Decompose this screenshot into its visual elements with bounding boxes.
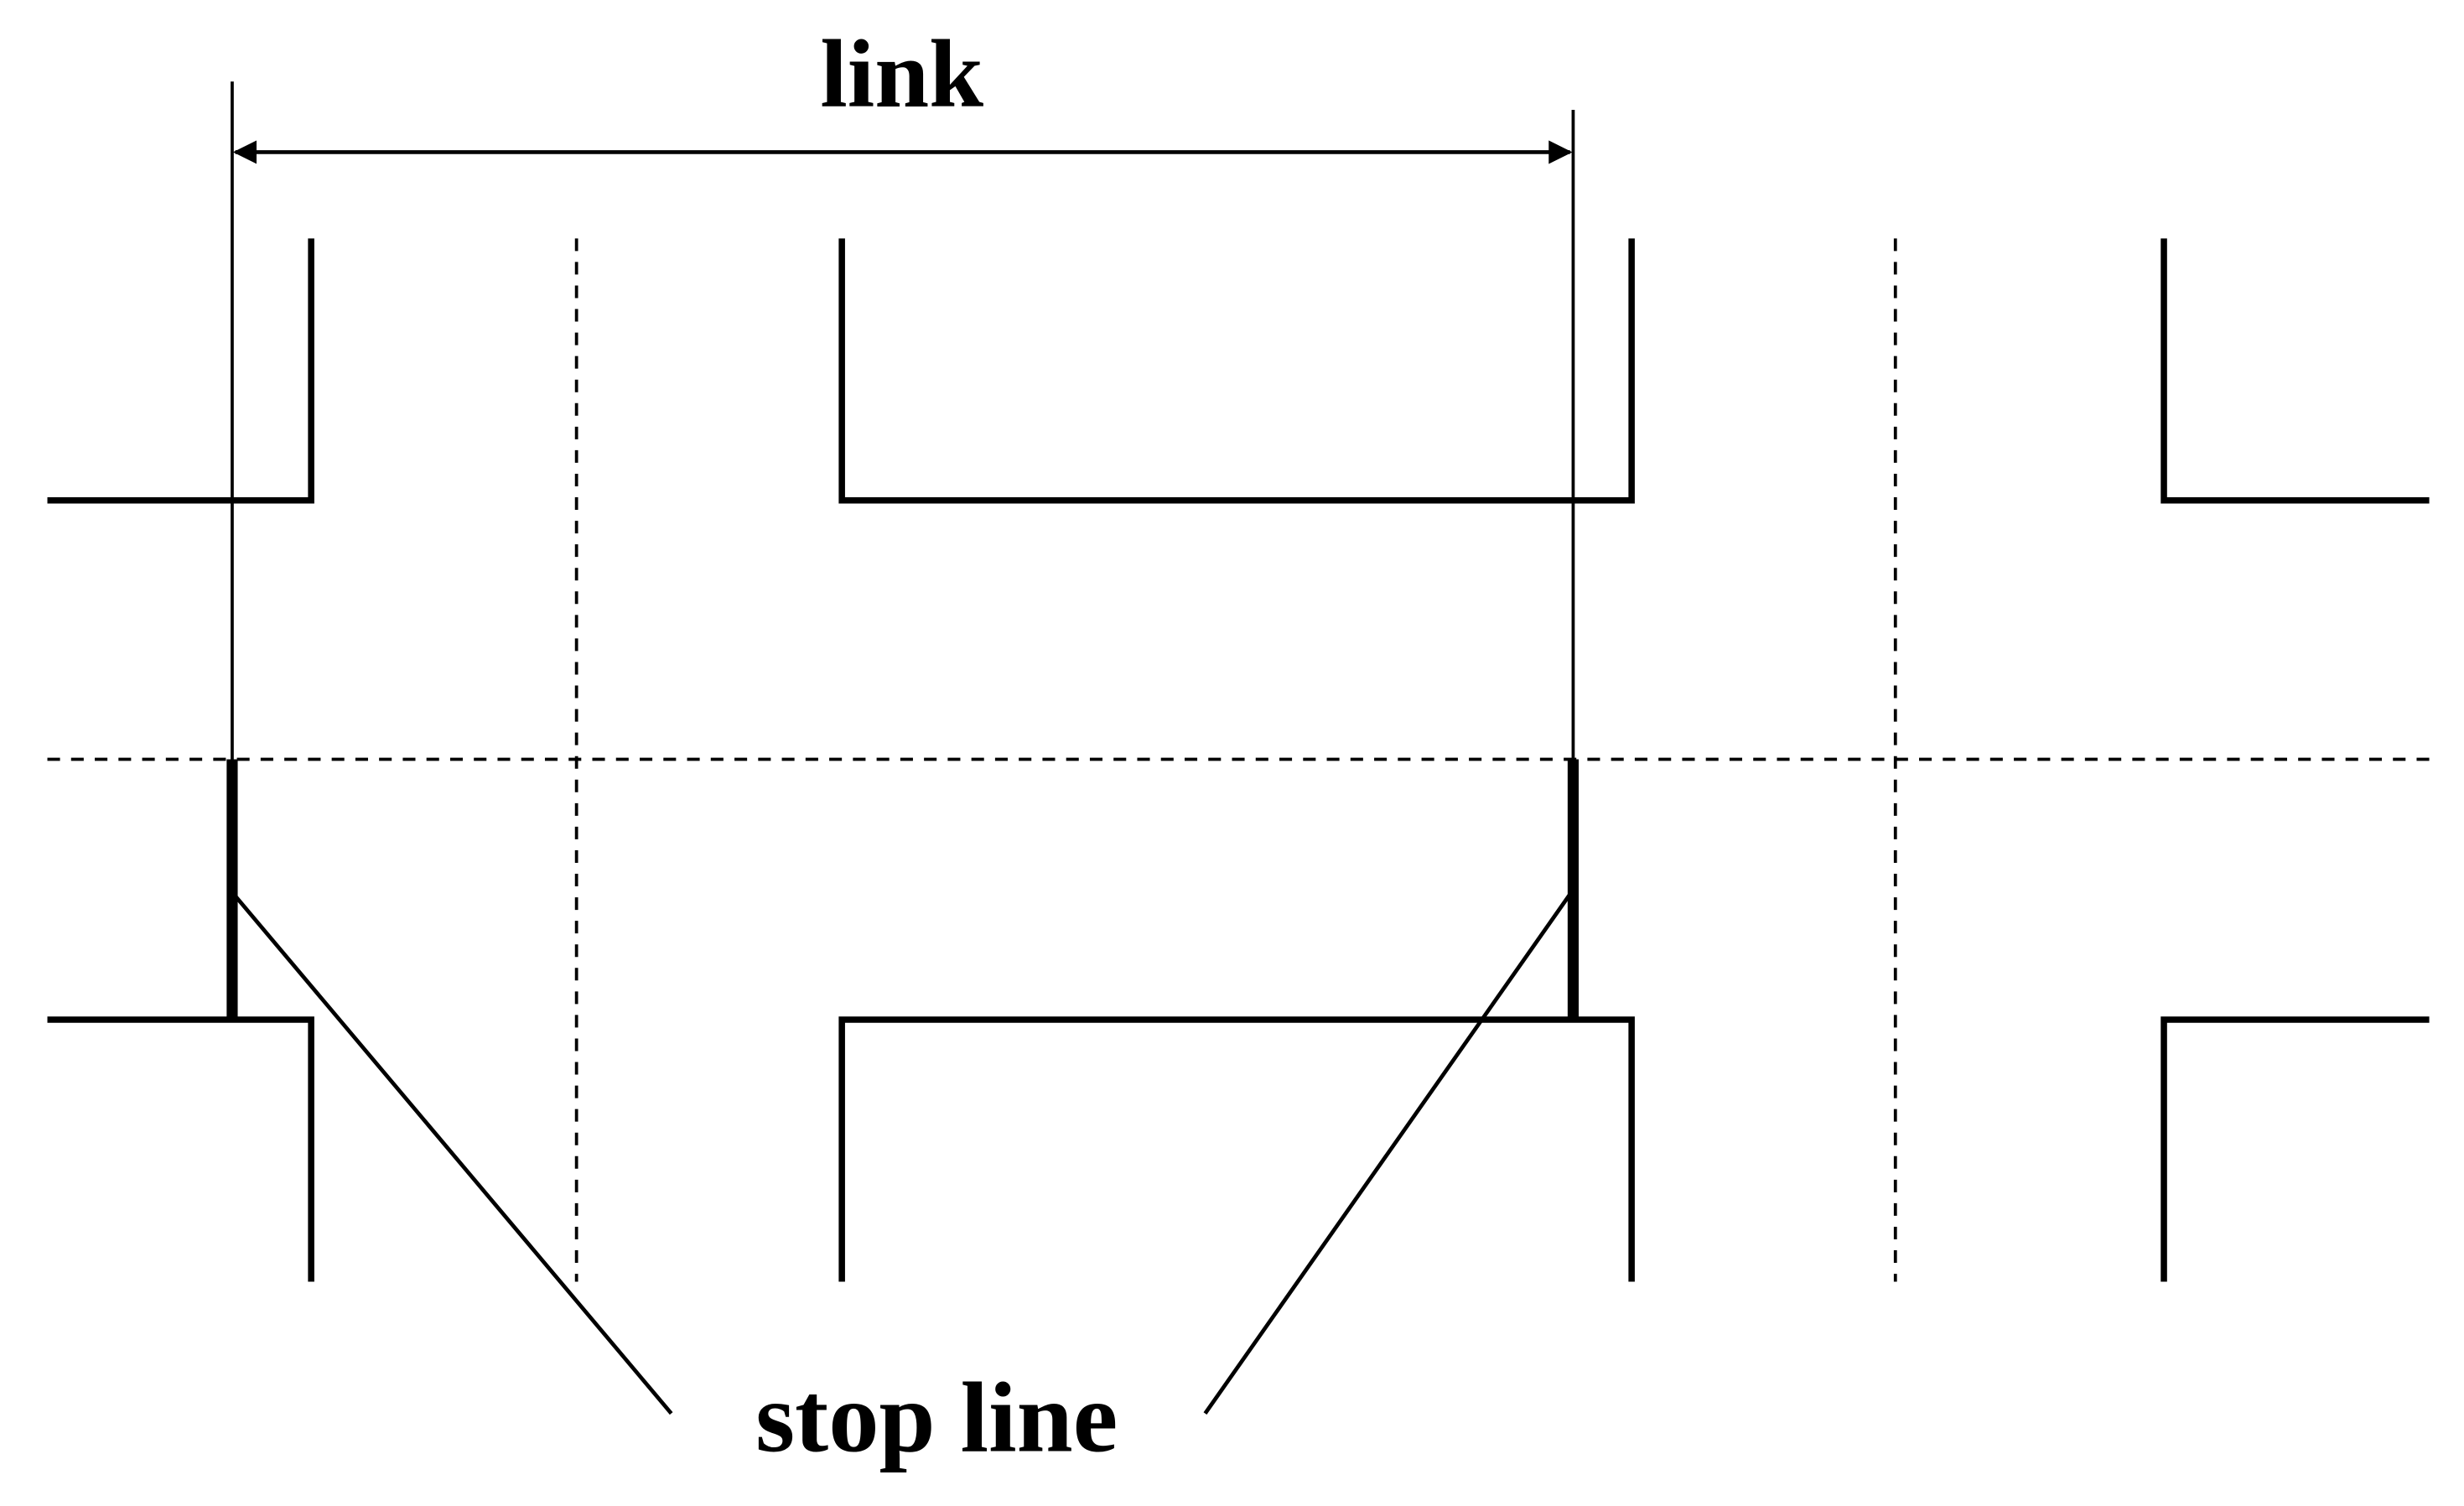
stop-line-label: stop line xyxy=(755,1362,1118,1473)
curb-top-right xyxy=(2161,238,2430,504)
curb-top-middle xyxy=(838,238,1635,504)
curb-bottom-right xyxy=(2161,1016,2430,1282)
top-curbs xyxy=(47,238,2430,504)
centerlines xyxy=(47,238,2430,1282)
curb-bottom-middle xyxy=(838,1016,1635,1282)
bottom-curbs xyxy=(47,1016,2430,1282)
stop-line-leader-right xyxy=(1203,893,1572,1415)
link-label: link xyxy=(820,21,983,129)
stop-line-leader-left xyxy=(232,892,673,1415)
curb-bottom-left xyxy=(47,1016,314,1282)
curb-top-left xyxy=(47,238,314,504)
